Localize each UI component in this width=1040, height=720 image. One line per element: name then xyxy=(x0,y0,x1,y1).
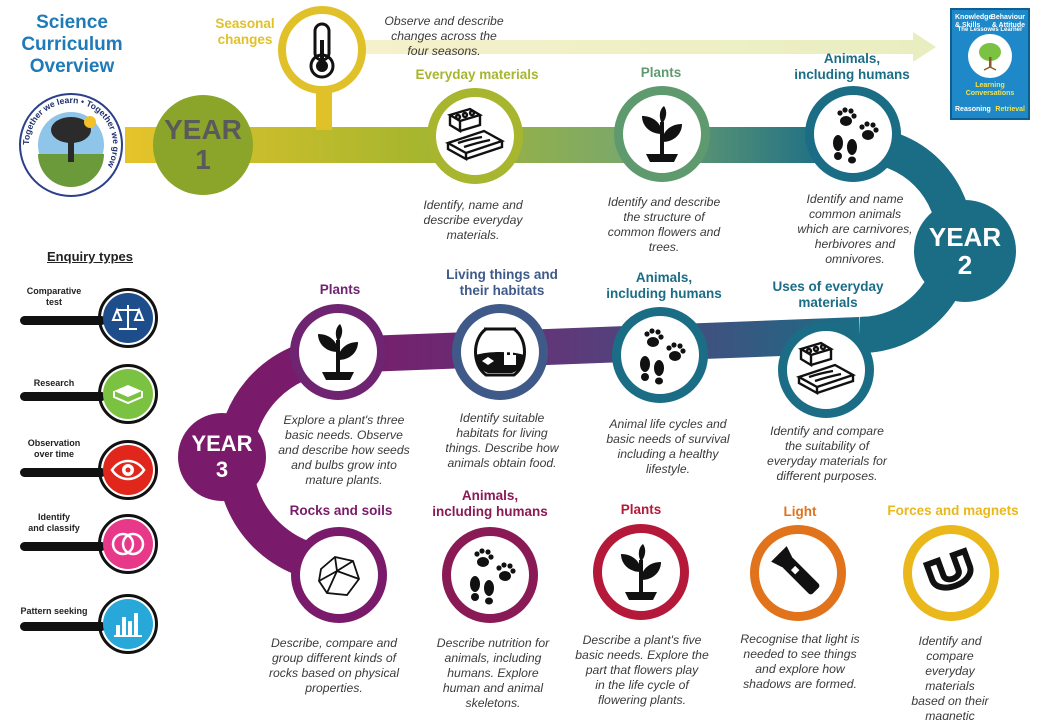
bar-chart-icon xyxy=(112,609,144,639)
topic-circle-y1-plants xyxy=(614,86,710,182)
topic-circle-y2-animals xyxy=(612,307,708,403)
seedling-icon xyxy=(634,104,690,164)
book-icon xyxy=(111,379,145,409)
topic-label-y3-light: Light xyxy=(783,504,817,519)
book-text-title: The Lessowes Learner xyxy=(957,27,1023,33)
topic-label-y3-plants: Plants xyxy=(620,502,662,517)
topic-label-y3-forces: Forces and magnets xyxy=(887,503,1019,518)
scales-icon xyxy=(111,301,145,335)
venn-icon xyxy=(110,530,146,558)
footprints-icon xyxy=(629,324,691,386)
topic-circle-y3-forces xyxy=(903,525,999,621)
book-text-knowledge: Knowledge& Skills xyxy=(955,14,993,29)
topic-label-y3-rocks: Rocks and soils xyxy=(289,503,393,518)
enquiry-pointer-bar xyxy=(20,316,106,325)
enquiry-circle xyxy=(98,440,158,500)
brain-tree-icon xyxy=(968,34,1012,78)
enquiry-pointer-bar xyxy=(20,468,106,477)
enquiry-pattern-seeking: Pattern seeking xyxy=(14,592,174,656)
topic-label-y1-plants: Plants xyxy=(640,65,682,80)
seasonal-circle xyxy=(278,6,366,94)
enquiry-pointer-bar xyxy=(20,392,106,401)
topic-label-y3-animals: Animals,including humans xyxy=(432,488,548,519)
enquiry-circle xyxy=(98,594,158,654)
topic-label-y2-plants: Plants xyxy=(319,282,361,297)
fishbowl-icon xyxy=(468,321,532,383)
eye-icon xyxy=(110,458,146,482)
enquiry-label: Research xyxy=(33,378,75,388)
topic-circle-y2-plants xyxy=(290,304,386,400)
enquiry-types-title: Enquiry types xyxy=(47,249,133,264)
enquiry-research: Research xyxy=(14,362,174,426)
topic-label-y1-materials: Everyday materials xyxy=(415,67,539,82)
enquiry-label: Pattern seeking xyxy=(20,606,88,616)
rock-icon xyxy=(311,547,367,603)
topic-circle-y3-rocks xyxy=(291,527,387,623)
topic-label-y1-animals: Animals,including humans xyxy=(794,51,910,82)
book-text-behaviour: Behaviour& Attitude xyxy=(990,14,1025,29)
footprints-icon xyxy=(459,544,521,606)
enquiry-circle xyxy=(98,288,158,348)
book-text-reasoning: Reasoning xyxy=(955,106,991,113)
flashlight-icon xyxy=(767,542,829,604)
bricks-wood-icon xyxy=(795,339,857,401)
thermometer-icon xyxy=(309,22,335,79)
topic-label-y2-animals: Animals,including humans xyxy=(606,270,722,301)
magnet-icon xyxy=(921,543,981,603)
enquiry-pointer-bar xyxy=(20,542,106,551)
topic-circle-y3-animals xyxy=(442,527,538,623)
topic-circle-y2-habitats xyxy=(452,304,548,400)
enquiry-circle xyxy=(98,514,158,574)
enquiry-circle xyxy=(98,364,158,424)
lessowes-learner-book: Knowledge& Skills Behaviour& Attitude Le… xyxy=(950,8,1030,120)
seedling-icon xyxy=(613,542,669,602)
topic-circle-y1-materials xyxy=(427,88,523,184)
school-logo: Together we learn • Together we grow xyxy=(18,92,124,198)
topic-circle-y1-animals xyxy=(805,86,901,182)
book-text-retrieval: Retrieval xyxy=(995,106,1025,113)
tree-handshake-logo-icon: Together we learn • Together we grow xyxy=(19,93,123,197)
topic-circle-y3-light xyxy=(750,525,846,621)
enquiry-pointer-bar xyxy=(20,622,106,631)
seedling-icon xyxy=(310,322,366,382)
bricks-wood-icon xyxy=(444,105,506,167)
topic-circle-y2-uses xyxy=(778,322,874,418)
topic-circle-y3-plants xyxy=(593,524,689,620)
footprints-icon xyxy=(822,103,884,165)
